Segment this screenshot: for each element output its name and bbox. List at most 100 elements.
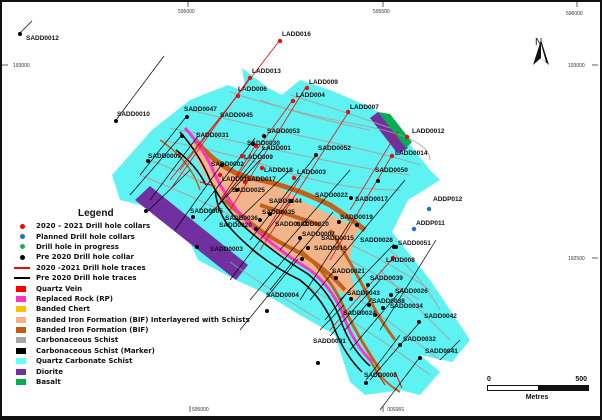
svg-text:SADD0009: SADD0009 <box>148 153 181 160</box>
svg-text:SADD0003: SADD0003 <box>210 246 243 253</box>
scale-min: 0 <box>487 376 491 383</box>
svg-text:SADD0016: SADD0016 <box>314 245 347 252</box>
legend-item: Quartz Carbonate Schist <box>14 356 264 366</box>
legend-item: Replaced Rock (RP) <box>14 294 264 304</box>
grid-ticks <box>2 2 598 412</box>
legend-item-label: Basalt <box>36 378 61 387</box>
svg-text:SADD0044: SADD0044 <box>269 198 302 205</box>
collar-dot-icon <box>14 222 30 230</box>
svg-text:LADD003: LADD003 <box>297 169 326 176</box>
svg-text:SADD0051: SADD0051 <box>398 240 431 247</box>
svg-text:SADD0021: SADD0021 <box>332 268 365 275</box>
legend-item-label: 2020 -2021 Drill hole traces <box>36 263 146 272</box>
svg-text:LADD009: LADD009 <box>244 154 273 161</box>
legend-item: Banded Iron Formation (BIF) <box>14 325 264 335</box>
svg-text:SADD0001: SADD0001 <box>313 338 346 345</box>
svg-text:LADD016: LADD016 <box>282 31 311 38</box>
legend-item-label: Planned Drill hole collars <box>36 232 135 241</box>
svg-text:SADD0026: SADD0026 <box>395 288 428 295</box>
svg-text:SADD0004: SADD0004 <box>266 292 299 299</box>
svg-text:SADD0031: SADD0031 <box>196 132 229 139</box>
svg-text:LADD013: LADD013 <box>252 68 281 75</box>
svg-text:SADD0030: SADD0030 <box>247 140 280 147</box>
legend-item: Planned Drill hole collars <box>14 231 264 241</box>
svg-text:SADD0043: SADD0043 <box>347 290 380 297</box>
svg-text:LADD001: LADD001 <box>262 145 291 152</box>
legend-item: Carbonaceous Schist <box>14 335 264 345</box>
svg-text:LADD009: LADD009 <box>309 79 338 86</box>
legend-item-label: Replaced Rock (RP) <box>36 294 113 303</box>
svg-text:LADD015: LADD015 <box>222 176 251 183</box>
scale-unit: Metres <box>525 394 549 401</box>
collar-dot-icon <box>14 253 30 261</box>
svg-text:LADD008: LADD008 <box>386 257 415 264</box>
legend-item-label: Carbonaceous Schist <box>36 336 119 345</box>
svg-text:SADD0042: SADD0042 <box>424 313 457 320</box>
tick-e-top-2: 595500 <box>373 9 390 15</box>
svg-text:SADD0036: SADD0036 <box>225 215 258 222</box>
lithology-swatch-icon <box>14 378 30 386</box>
svg-text:SADD0023: SADD0023 <box>275 221 308 228</box>
svg-text:LADD004: LADD004 <box>296 92 325 99</box>
scale-bar-graphic <box>487 385 589 391</box>
svg-text:SADD0025: SADD0025 <box>232 187 265 194</box>
tick-e-top-1: 595000 <box>178 9 195 15</box>
svg-text:SADD0039: SADD0039 <box>370 275 403 282</box>
svg-text:SADD0019: SADD0019 <box>340 214 373 221</box>
diorite-unit-ne <box>370 112 408 154</box>
svg-text:SADD0010: SADD0010 <box>117 111 150 118</box>
legend-item: Drill hole in progress <box>14 242 264 252</box>
scale-bar: 0 500 Metres <box>487 376 597 401</box>
legend-item-label: Pre 2020 Drill hole traces <box>36 274 137 283</box>
lithology-swatch-icon <box>14 326 30 334</box>
legend-item: Banded Iron Formation (BIF) Interlayered… <box>14 315 264 325</box>
trace-line-icon <box>14 264 30 272</box>
tick-e-bottom-1: 595000 <box>192 407 209 413</box>
svg-text:SADD0041: SADD0041 <box>425 348 458 355</box>
lithology-swatch-icon <box>14 357 30 365</box>
svg-text:SADD0045: SADD0045 <box>220 112 253 119</box>
svg-text:SADD0035: SADD0035 <box>262 209 295 216</box>
lithology-swatch-icon <box>14 305 30 313</box>
tick-e-bottom-2: 595500 <box>387 405 404 411</box>
legend-item-label: 2020 – 2021 Drill hole collars <box>36 222 151 231</box>
lithology-swatch-icon <box>14 336 30 344</box>
svg-text:SADD0008: SADD0008 <box>364 372 397 379</box>
svg-text:SADD0015: SADD0015 <box>321 235 354 242</box>
svg-text:SADD0038: SADD0038 <box>372 298 405 305</box>
tick-n-left: 193000 <box>13 63 30 69</box>
lithology-swatch-icon <box>14 368 30 376</box>
legend-item: Banded Chert <box>14 304 264 314</box>
collar-dot-icon <box>14 233 30 241</box>
svg-text:SADD0002: SADD0002 <box>211 161 244 168</box>
legend-item: Basalt <box>14 377 264 387</box>
svg-text:LADD0014: LADD0014 <box>395 150 428 157</box>
svg-text:SADD0022: SADD0022 <box>315 192 348 199</box>
legend-item-label: Carbonaceous Schist (Marker) <box>36 346 155 355</box>
basalt-unit <box>378 112 412 148</box>
legend-title: Legend <box>78 208 114 219</box>
svg-text:SADD0020: SADD0020 <box>296 221 329 228</box>
svg-text:N: N <box>535 37 542 48</box>
legend-item: 2020 – 2021 Drill hole collars <box>14 221 264 231</box>
svg-text:ADDP012: ADDP012 <box>433 196 463 203</box>
lithology-swatch-icon <box>14 285 30 293</box>
planned-collars <box>411 206 432 232</box>
north-arrow-icon: N <box>533 37 549 65</box>
legend-item-label: Banded Chert <box>36 305 90 314</box>
svg-text:SADD0028: SADD0028 <box>360 237 393 244</box>
tick-e-top-3: 596000 <box>566 11 583 17</box>
recent-collars <box>217 38 410 261</box>
legend-item-label: Diorite <box>36 367 63 376</box>
svg-text:SADD0007: SADD0007 <box>302 231 335 238</box>
pre2020-drill-traces <box>19 20 461 411</box>
svg-text:LADD017: LADD017 <box>247 176 276 183</box>
svg-text:LADD006: LADD006 <box>238 86 267 93</box>
legend-item-label: Banded Iron Formation (BIF) Interlayered… <box>36 315 250 324</box>
pre2020-collars <box>18 32 422 385</box>
collar-labels: SADD0012 SADD0010 SADD0047 SADD0045 SADD… <box>26 31 463 379</box>
recent-drill-traces <box>169 39 399 331</box>
lithology-swatch-icon <box>14 316 30 324</box>
